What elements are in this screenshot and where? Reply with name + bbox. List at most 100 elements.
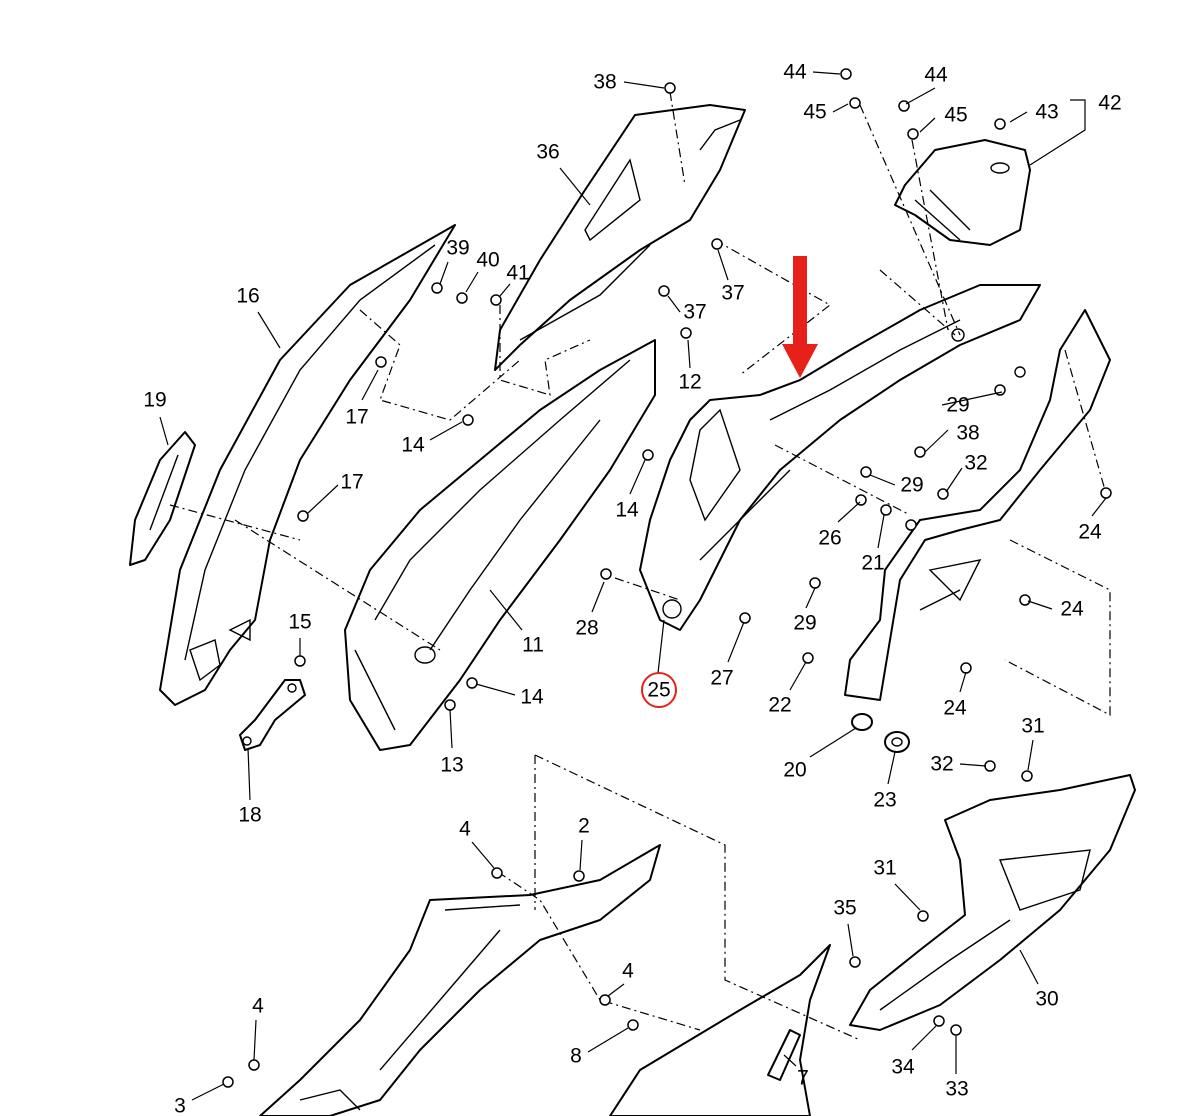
callout-28[interactable]: 28 (575, 617, 598, 640)
callout-32[interactable]: 32 (930, 753, 953, 776)
fastener-icon (984, 760, 996, 772)
fastener-icon (860, 466, 872, 478)
fastener-icon (1100, 487, 1112, 499)
callout-33[interactable]: 33 (945, 1078, 968, 1101)
callout-44[interactable]: 44 (783, 61, 807, 84)
callout-16[interactable]: 16 (236, 285, 259, 308)
callout-45[interactable]: 45 (803, 101, 826, 124)
fastener-icon (950, 1024, 962, 1036)
callout-12[interactable]: 12 (678, 371, 701, 394)
callout-4[interactable]: 4 (622, 960, 634, 983)
fastener-icon (627, 1019, 639, 1031)
callout-41[interactable]: 41 (506, 262, 529, 285)
callout-29[interactable]: 29 (900, 474, 923, 497)
callout-14[interactable]: 14 (520, 686, 544, 709)
callout-15[interactable]: 15 (288, 611, 311, 634)
callout-42[interactable]: 42 (1098, 92, 1121, 115)
callout-2[interactable]: 2 (578, 815, 590, 838)
callout-37[interactable]: 37 (721, 282, 744, 305)
callout-32[interactable]: 32 (964, 452, 987, 475)
callout-19[interactable]: 19 (143, 389, 166, 412)
callout-39[interactable]: 39 (446, 237, 469, 260)
fastener-icon (642, 449, 654, 461)
callout-26[interactable]: 26 (818, 527, 841, 550)
callout-8[interactable]: 8 (570, 1045, 582, 1068)
fastener-icon (937, 488, 949, 500)
callout-21[interactable]: 21 (861, 552, 884, 575)
callout-22[interactable]: 22 (768, 694, 791, 717)
fastener-icon (680, 327, 692, 339)
highlight-circle (641, 672, 677, 708)
callout-25[interactable]: 25 (647, 679, 670, 702)
callout-40[interactable]: 40 (476, 249, 499, 272)
part-20-23-collar (851, 713, 910, 753)
part-42-tail-cap (894, 139, 1031, 246)
construction-lines (169, 91, 1111, 1041)
part-frame-assembly (639, 284, 1041, 631)
callout-31[interactable]: 31 (1021, 715, 1044, 738)
part-11-center-cover (344, 339, 656, 751)
fastener-icon (375, 356, 387, 368)
part-36-upper-cover (494, 104, 746, 371)
part-rear-fender (844, 309, 1111, 701)
callout-17[interactable]: 17 (340, 471, 363, 494)
callout-13[interactable]: 13 (440, 754, 463, 777)
callout-43[interactable]: 43 (1035, 101, 1058, 124)
fastener-icon (431, 282, 443, 294)
fastener-icon (456, 292, 468, 304)
fastener-icon (849, 956, 861, 968)
callout-4[interactable]: 4 (252, 995, 264, 1018)
callout-45[interactable]: 45 (944, 104, 967, 127)
fastener-icon (855, 494, 867, 506)
callout-34[interactable]: 34 (891, 1056, 915, 1079)
callout-24[interactable]: 24 (943, 697, 967, 720)
callout-29[interactable]: 29 (946, 394, 969, 417)
callout-27[interactable]: 27 (710, 667, 733, 690)
part-lower-center-cover (259, 844, 831, 1116)
callout-7[interactable]: 7 (797, 1067, 809, 1090)
fastener-icon (599, 994, 611, 1006)
callout-44[interactable]: 44 (924, 64, 948, 87)
callout-14[interactable]: 14 (615, 499, 639, 522)
callout-30[interactable]: 30 (1035, 988, 1058, 1011)
callout-24[interactable]: 24 (1078, 521, 1102, 544)
fastener-icon (840, 68, 852, 80)
part-19-trim-strip (129, 431, 196, 566)
part-18-bracket (239, 679, 306, 751)
fastener-icon (573, 870, 585, 882)
callout-38[interactable]: 38 (956, 422, 979, 445)
callout-37[interactable]: 37 (683, 301, 706, 324)
callout-24[interactable]: 24 (1060, 598, 1084, 621)
fastener-icon (711, 238, 723, 250)
callout-17[interactable]: 17 (345, 406, 368, 429)
part-30-lower-cover (849, 774, 1136, 1031)
callout-38[interactable]: 38 (593, 71, 616, 94)
fastener-icon (739, 612, 751, 624)
fasteners (222, 68, 1112, 1088)
part-16-side-cover (159, 224, 456, 706)
callout-36[interactable]: 36 (536, 141, 559, 164)
leader-lines (159, 71, 1107, 1101)
fastener-icon (658, 285, 670, 297)
fastener-icon (809, 577, 821, 589)
callout-31[interactable]: 31 (873, 857, 896, 880)
fastener-icon (880, 504, 892, 516)
fastener-icon (294, 655, 306, 667)
callout-4[interactable]: 4 (459, 818, 471, 841)
fastener-icon (664, 82, 676, 94)
callout-14[interactable]: 14 (401, 434, 425, 457)
callout-11[interactable]: 11 (522, 634, 544, 657)
fastener-icon (917, 910, 929, 922)
callout-23[interactable]: 23 (873, 789, 896, 812)
callout-18[interactable]: 18 (238, 804, 261, 827)
callout-35[interactable]: 35 (833, 897, 856, 920)
fastener-icon (802, 652, 814, 664)
callout-29[interactable]: 29 (793, 612, 816, 635)
fastener-icon (491, 867, 503, 879)
fastener-icon (914, 446, 926, 458)
fastener-icon (248, 1059, 260, 1071)
callout-20[interactable]: 20 (783, 759, 806, 782)
callout-3[interactable]: 3 (174, 1095, 186, 1116)
